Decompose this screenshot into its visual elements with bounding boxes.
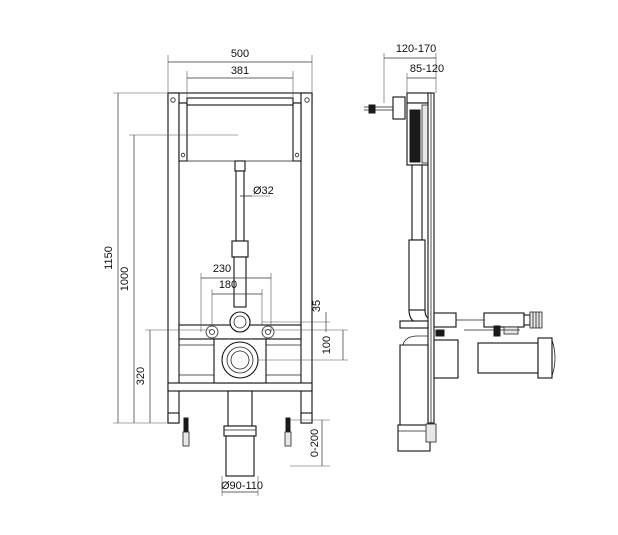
anchor-bolts [182, 417, 292, 447]
side-drain-pipe [477, 337, 556, 379]
dim-overall-height: 1150 [103, 246, 115, 270]
frame-outline [167, 92, 313, 424]
dim-outlet-height: 320 [135, 367, 147, 385]
front-view: 500 381 Ø32 230 180 35 100 1150 1000 320… [103, 48, 348, 496]
dim-frame-width: 500 [231, 48, 249, 60]
flush-pipe [231, 160, 249, 308]
dim-inner-depth-range: 85-120 [410, 63, 444, 75]
dim-bracket-spacing: 381 [231, 65, 249, 77]
drain-pipe [223, 390, 257, 477]
side-dimension-labels: 120-170 85-120 0-200 [309, 43, 444, 457]
outlet-assembly [178, 311, 302, 384]
dim-depth-range: 120-170 [396, 43, 436, 55]
front-dimension-lines [117, 61, 344, 493]
side-view: 120-170 85-120 0-200 [309, 43, 556, 457]
side-connector [399, 311, 543, 337]
side-drain-bend [397, 335, 459, 452]
dim-bolt-offset: 35 [311, 300, 323, 312]
front-dimension-labels: 500 381 Ø32 230 180 35 100 1150 1000 320… [103, 48, 333, 492]
dim-bolt-to-outlet: 100 [321, 336, 333, 354]
dim-bracket-height: 1000 [119, 267, 131, 291]
side-dimension-lines [383, 53, 437, 103]
dim-outlet-diameter: Ø90-110 [221, 480, 263, 492]
dim-outer-bolt-spacing: 230 [213, 263, 231, 275]
dim-inner-bolt-spacing: 180 [219, 279, 237, 291]
dim-feet-adjustment: 0-200 [309, 429, 321, 457]
dim-pipe-diameter: Ø32 [253, 185, 274, 197]
